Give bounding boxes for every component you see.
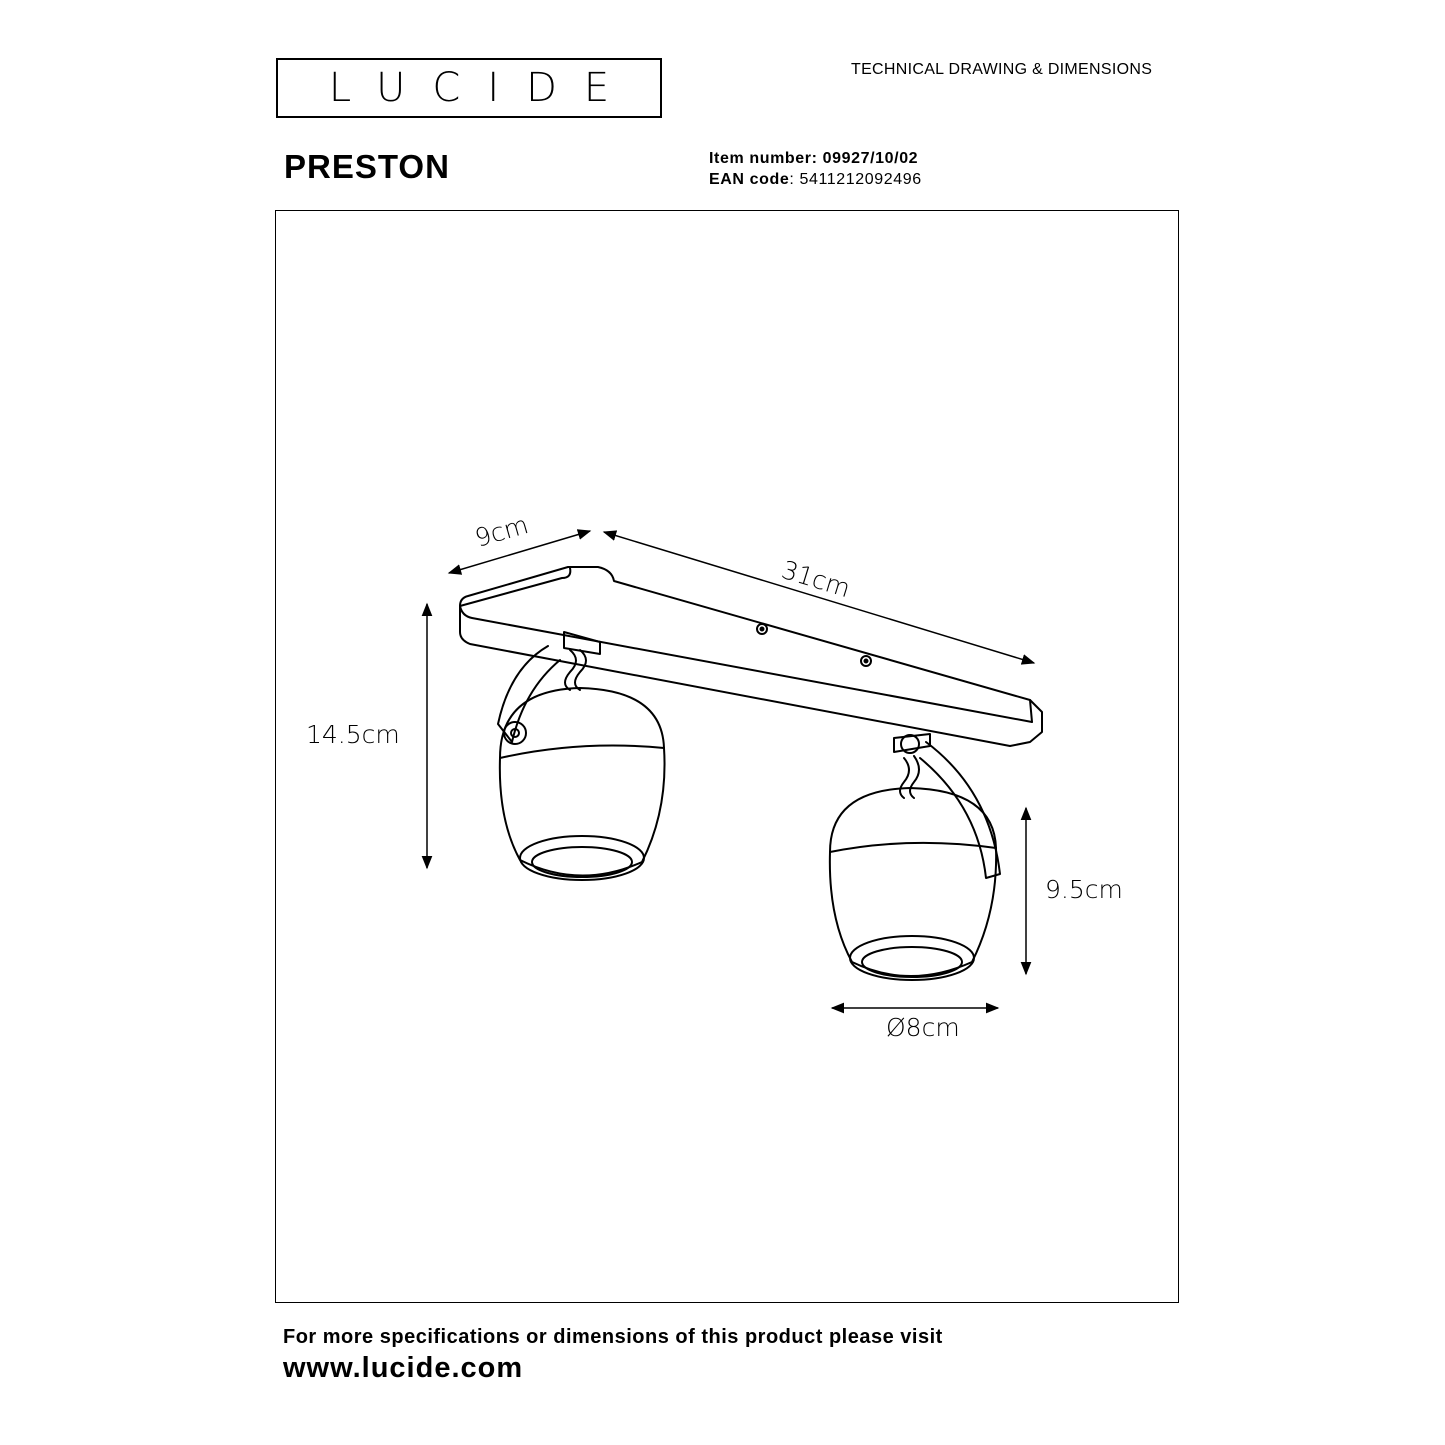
- dim-label-depth: 9cm: [472, 510, 532, 553]
- dim-label-height-shade: 9.5cm: [1045, 875, 1123, 904]
- dim-label-diameter: Ø8cm: [886, 1013, 960, 1042]
- product-meta: Item number: 09927/10/02 EAN code: 54112…: [709, 148, 922, 190]
- ean-row: EAN code: 5411212092496: [709, 171, 922, 188]
- item-number-label: Item number: [709, 150, 812, 167]
- ean-value: 5411212092496: [799, 171, 922, 188]
- ean-label: EAN code: [709, 171, 790, 188]
- page-header-title: TECHNICAL DRAWING & DIMENSIONS: [851, 61, 1153, 78]
- base-plate: [459, 566, 1043, 747]
- product-name: PRESTON: [284, 148, 450, 185]
- dim-line-length: [602, 530, 1036, 665]
- drawing-frame: [275, 210, 1179, 1303]
- brand-logo: LUCIDE: [276, 58, 662, 118]
- dim-line-depth: [447, 529, 592, 575]
- dimension-lines: [421, 529, 1036, 1014]
- footer-text: For more specifications or dimensions of…: [283, 1326, 943, 1348]
- footer-url-link[interactable]: www.lucide.com: [283, 1352, 524, 1384]
- brand-logo-text: LUCIDE: [328, 65, 637, 111]
- item-number-value: 09927/10/02: [822, 150, 919, 167]
- right-spotlight: [828, 733, 1001, 981]
- item-number-row: Item number: 09927/10/02: [709, 150, 919, 167]
- dim-label-height-total: 14.5cm: [306, 720, 400, 749]
- left-spotlight: [497, 631, 666, 881]
